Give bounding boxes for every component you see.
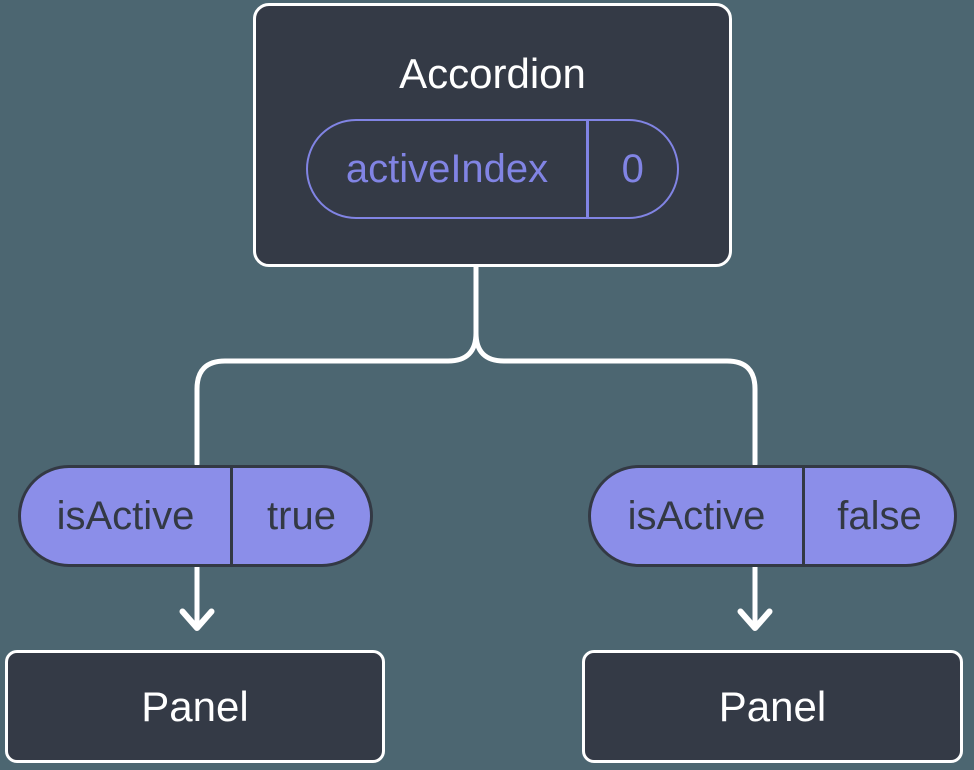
- prop-name-label: activeIndex: [345, 146, 549, 191]
- left-arrowhead-down-icon: [179, 608, 215, 631]
- pill-divider: [802, 468, 805, 564]
- isactive-true-prop-pill: isActive true: [18, 465, 373, 567]
- prop-value-label: false: [837, 493, 922, 538]
- activeindex-prop-pill: activeIndex 0: [306, 119, 679, 219]
- branch-left-line: [194, 330, 479, 467]
- right-arrowhead-down-icon: [737, 608, 773, 631]
- accordion-node: Accordion activeIndex 0: [253, 3, 732, 267]
- panel-node-title: Panel: [718, 682, 827, 730]
- prop-value-label: true: [267, 493, 336, 538]
- panel-node-right: Panel: [582, 650, 963, 763]
- prop-name-label: isActive: [56, 493, 195, 538]
- isactive-false-prop-pill: isActive false: [588, 465, 957, 567]
- panel-node-title: Panel: [141, 682, 249, 730]
- prop-value-label: 0: [621, 146, 644, 191]
- pill-divider: [230, 468, 233, 564]
- branch-right-line: [473, 330, 758, 467]
- pill-divider: [586, 121, 589, 217]
- accordion-node-title: Accordion: [399, 50, 586, 97]
- panel-node-left: Panel: [5, 650, 385, 763]
- prop-name-label: isActive: [627, 493, 766, 538]
